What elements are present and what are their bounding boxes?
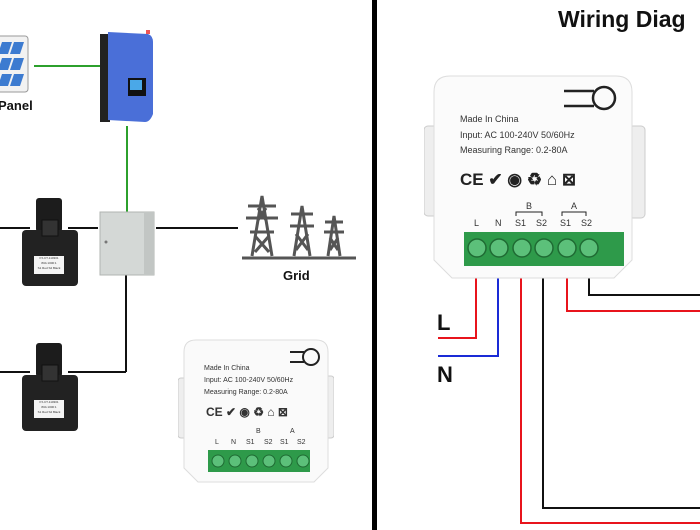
distribution-box-icon: [99, 211, 155, 276]
meter-body: [424, 75, 646, 279]
energy-meter-small: Made In China Input: AC 100-240V 50/60Hz…: [178, 338, 334, 484]
panel-divider: [372, 0, 377, 530]
ct-a-s1-wire: [566, 277, 700, 312]
solar-panel-label: Panel: [0, 98, 33, 113]
solar-panel-icon: [0, 35, 29, 93]
system-diagram: [0, 30, 356, 431]
meter-body: [178, 339, 334, 483]
cert-marks: CE ✔ ◉ ♻ ⌂ ⊠: [206, 405, 288, 419]
line-label: L: [437, 310, 451, 335]
grid-label: Grid: [283, 268, 310, 283]
ct-b-s1-wire: [520, 277, 700, 524]
power-pylon-icon: [242, 195, 356, 260]
diagram-title: Wiring Diag: [558, 6, 686, 32]
ct-clamp-nameplate: PJ-CT-110301 80A 1000:1 S1 Red S2 Black: [34, 400, 64, 418]
energy-meter-large: Made In China Input: AC 100-240V 50/60Hz…: [424, 74, 654, 280]
ct-clamp-nameplate: PJ-CT-110301 80A 1000:1 S1 Red S2 Black: [34, 256, 64, 274]
inverter-icon: [100, 30, 153, 122]
cert-marks: CE ✔ ◉ ♻ ⌂ ⊠: [460, 170, 577, 189]
neutral-label: N: [437, 362, 453, 387]
ct-b-s2-wire: [542, 277, 700, 509]
